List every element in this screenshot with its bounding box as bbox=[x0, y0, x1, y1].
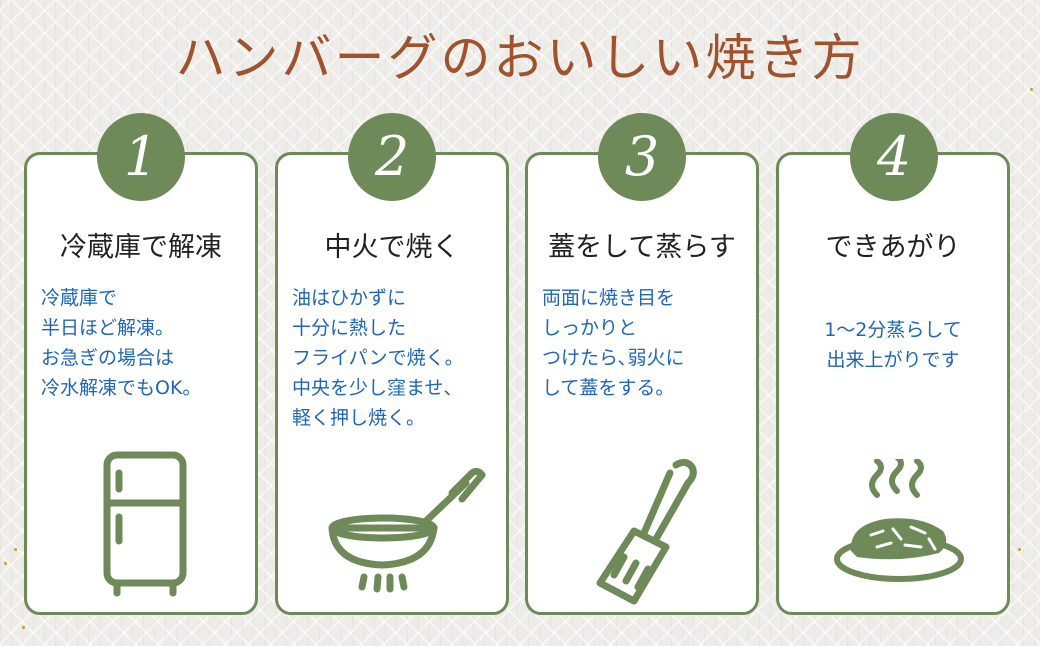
step-2-line: 油はひかずに bbox=[292, 287, 407, 309]
refrigerator-icon bbox=[103, 451, 187, 597]
step-1-number-badge: 1 bbox=[97, 113, 185, 201]
gold-fleck bbox=[22, 626, 25, 629]
step-4-line: 出来上がりです bbox=[826, 349, 960, 371]
hamburger-steak-icon bbox=[834, 459, 964, 582]
step-2-line: 十分に熱した bbox=[292, 317, 407, 339]
step-3-line: して蓋をする。 bbox=[542, 377, 675, 399]
step-1-line: お急ぎの場合は bbox=[41, 347, 175, 369]
step-2-line: フライパンで焼く。 bbox=[292, 347, 464, 369]
gold-fleck bbox=[4, 562, 7, 565]
step-card-4: できあがり 1〜2分蒸らして 出来上がりです bbox=[776, 152, 1010, 615]
step-2-heading: 中火で焼く bbox=[324, 232, 460, 263]
step-1-line: 冷水解凍でもOK。 bbox=[41, 377, 202, 399]
step-2-number-badge: 2 bbox=[348, 113, 436, 201]
step-card-1: 冷蔵庫で解凍 冷蔵庫で 半日ほど解凍。 お急ぎの場合は 冷水解凍でもOK。 bbox=[24, 152, 258, 615]
step-4-description: 1〜2分蒸らして 出来上がりです bbox=[779, 315, 1007, 375]
step-3-number-badge: 3 bbox=[598, 113, 686, 201]
step-3-line: しっかりと bbox=[542, 317, 638, 339]
step-4-line: 1〜2分蒸らして bbox=[824, 319, 962, 341]
step-2-description: 油はひかずに 十分に熱した フライパンで焼く。 中央を少し窪ませ、 軽く押し焼く… bbox=[292, 283, 498, 433]
step-3-description: 両面に焼き目を しっかりと つけたら､弱火に して蓋をする。 bbox=[542, 283, 748, 403]
step-3-line: 両面に焼き目を bbox=[542, 287, 676, 309]
step-2-line: 中央を少し窪ませ、 bbox=[292, 377, 463, 399]
page-title: ハンバーグのおいしい焼き方 bbox=[175, 29, 865, 87]
step-card-2: 中火で焼く 油はひかずに 十分に熱した フライパンで焼く。 中央を少し窪ませ、 … bbox=[275, 152, 509, 615]
frying-pan-icon bbox=[328, 467, 486, 593]
step-3-line: つけたら､弱火に bbox=[542, 347, 685, 369]
step-2-line: 軽く押し焼く。 bbox=[292, 407, 426, 429]
step-1-description: 冷蔵庫で 半日ほど解凍。 お急ぎの場合は 冷水解凍でもOK。 bbox=[41, 283, 247, 403]
step-1-line: 半日ほど解凍。 bbox=[41, 317, 175, 339]
step-3-heading: 蓋をして蒸らす bbox=[548, 232, 736, 263]
spatula-icon bbox=[596, 458, 697, 605]
gold-fleck bbox=[1018, 548, 1021, 551]
gold-fleck bbox=[14, 548, 17, 551]
step-card-3: 蓋をして蒸らす 両面に焼き目を しっかりと つけたら､弱火に して蓋をする。 bbox=[525, 152, 759, 615]
step-1-heading: 冷蔵庫で解凍 bbox=[60, 232, 222, 263]
gold-fleck bbox=[1030, 88, 1033, 91]
step-1-line: 冷蔵庫で bbox=[41, 287, 118, 309]
step-4-number-badge: 4 bbox=[850, 113, 938, 201]
step-4-heading: できあがり bbox=[825, 232, 961, 263]
